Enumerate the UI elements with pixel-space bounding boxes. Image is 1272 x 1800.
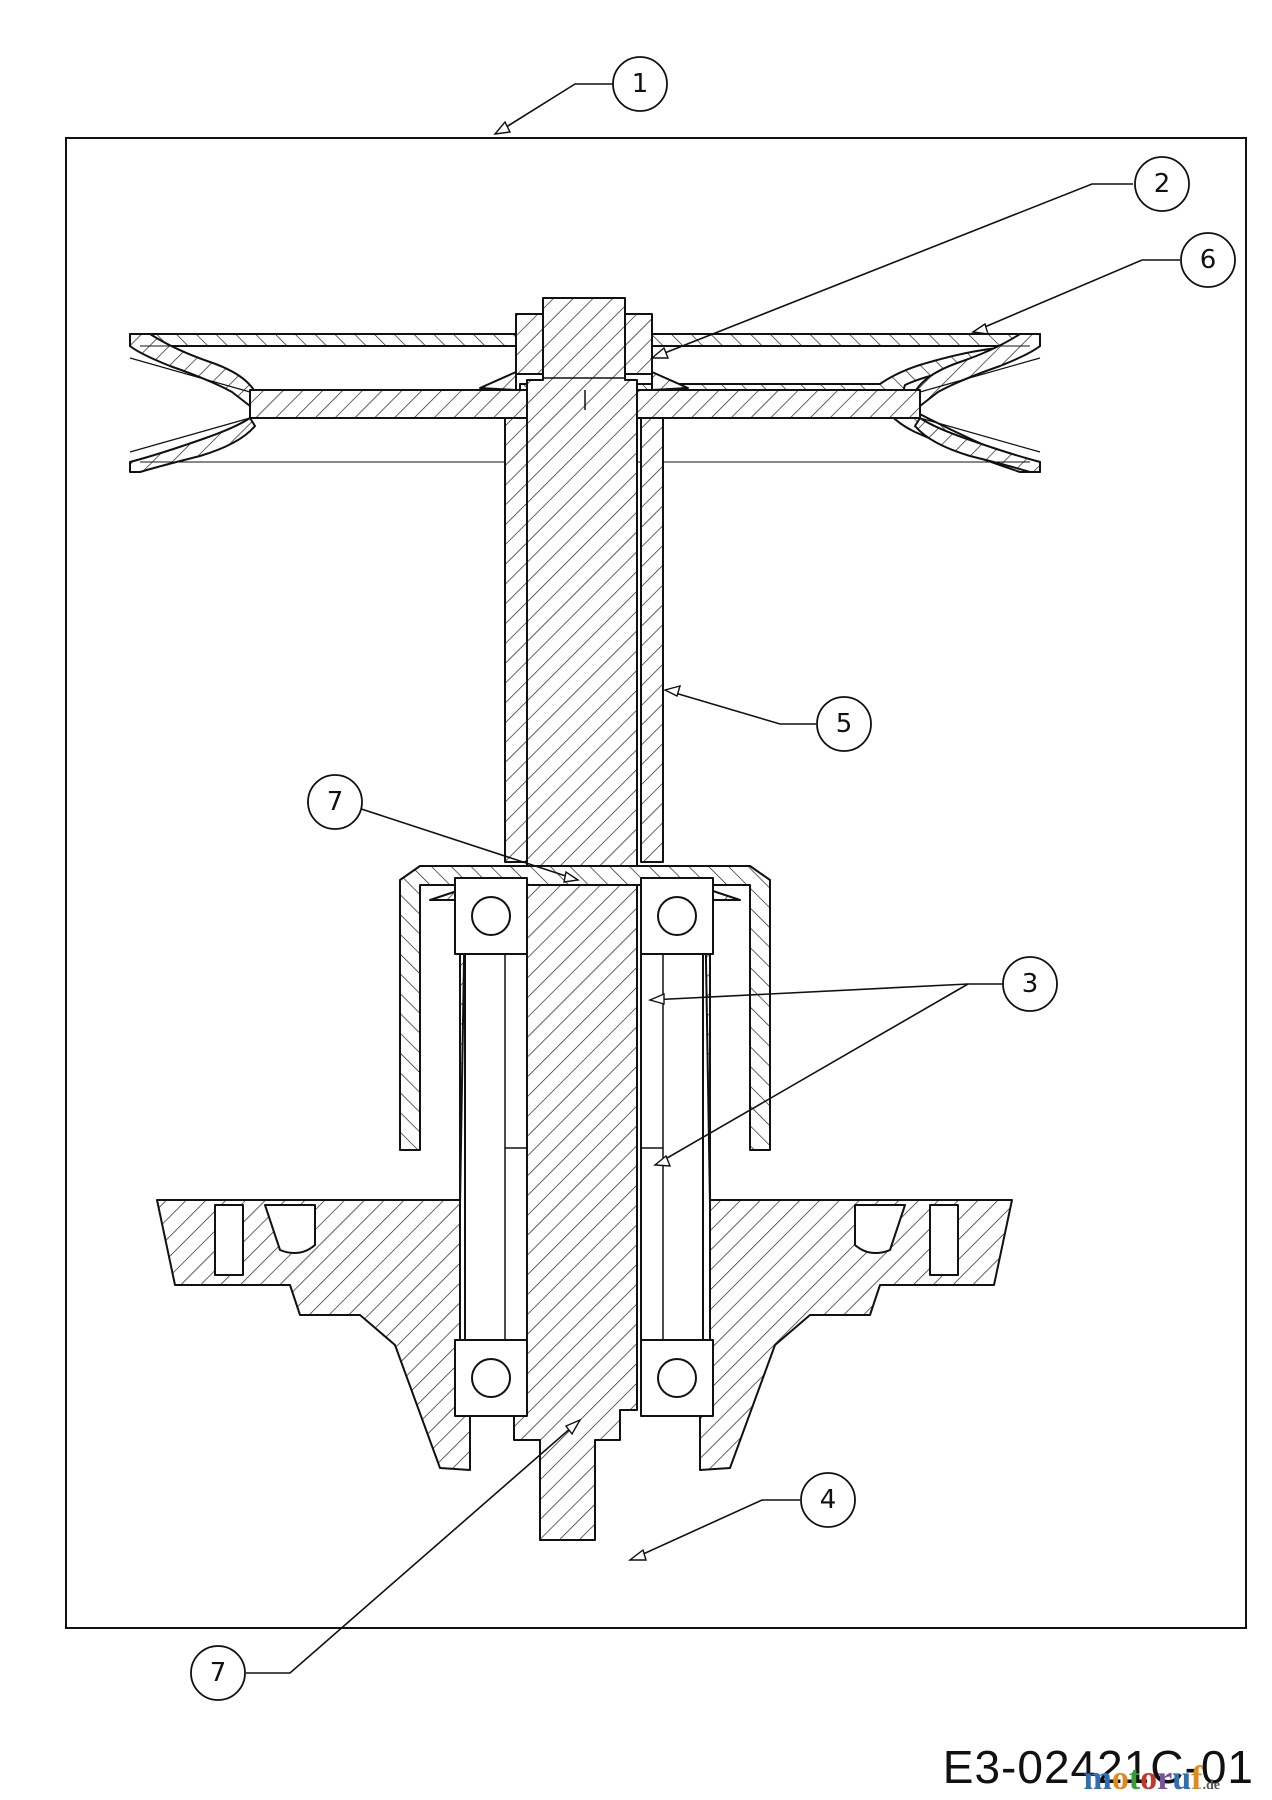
callout-5-circle xyxy=(816,696,872,752)
callout-7-lower-circle xyxy=(190,1645,246,1701)
watermark-logo: motoruf.de xyxy=(1083,1760,1221,1797)
bearing-upper-left xyxy=(454,877,528,955)
callout-6-label: 6 xyxy=(1200,245,1217,275)
callout-2-circle xyxy=(1134,156,1190,212)
callout-2-label: 2 xyxy=(1154,169,1171,199)
callout-circles xyxy=(190,56,1236,1701)
leader-arrowheads xyxy=(493,120,989,1561)
callout-7-upper-label: 7 xyxy=(327,787,344,817)
callout-7-lower-label: 7 xyxy=(210,1658,227,1688)
callout-3-circle xyxy=(1002,956,1058,1012)
bearing-lower-right xyxy=(640,1339,714,1417)
bearing-cover xyxy=(399,865,771,1151)
spacer-tube xyxy=(464,953,704,1341)
spindle-housing xyxy=(156,889,1013,1471)
callout-7-upper-circle xyxy=(307,774,363,830)
callout-1-label: 1 xyxy=(632,69,649,99)
nut xyxy=(479,313,689,391)
callout-1-circle xyxy=(612,56,668,112)
bearing-upper-right xyxy=(640,877,714,955)
callout-4-label: 4 xyxy=(820,1485,837,1515)
callout-4-circle xyxy=(800,1472,856,1528)
callout-5-label: 5 xyxy=(836,709,853,739)
callout-3-label: 3 xyxy=(1022,969,1039,999)
spindle-shaft xyxy=(513,297,638,1541)
bearing-lower-left xyxy=(454,1339,528,1417)
drawing-id: E3-02421C-01 xyxy=(942,1741,1254,1793)
assembly-frame xyxy=(65,137,1247,1629)
callout-6-circle xyxy=(1180,232,1236,288)
spindle-tube xyxy=(504,417,664,863)
